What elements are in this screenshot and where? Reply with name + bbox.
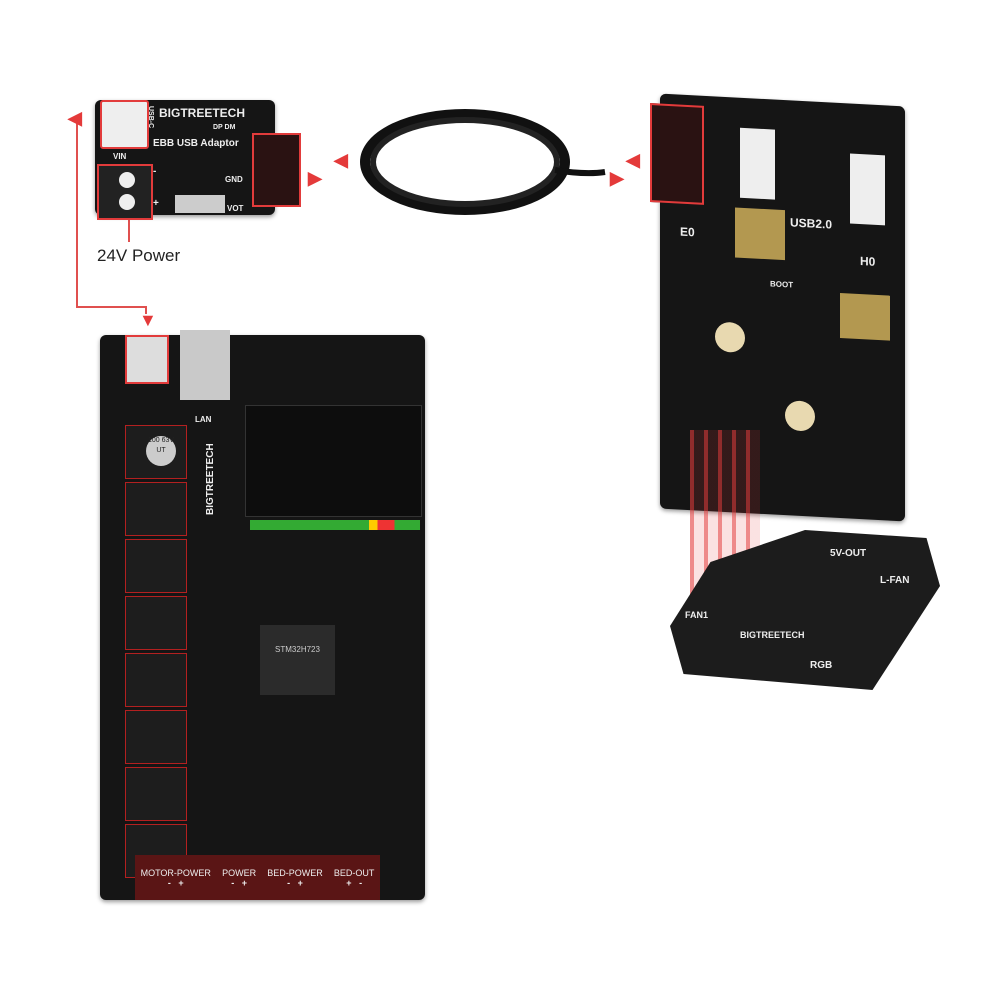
- stepper-drivers: 100 63V UT: [125, 425, 187, 878]
- adaptor-name: EBB USB Adaptor: [153, 138, 239, 149]
- mcu-label: STM32H723: [275, 645, 320, 654]
- tool-brand-label: BIGTREETECH: [740, 630, 805, 640]
- arrow-right-icon: ▶: [308, 168, 322, 188]
- mcu-chip: STM32H723: [260, 625, 335, 695]
- h0-label: H0: [860, 254, 876, 269]
- gnd-label: GND: [225, 175, 243, 184]
- main-brand-label: BIGTREETECH: [205, 443, 216, 515]
- l-fan-label: L-FAN: [880, 575, 910, 586]
- e0-label: E0: [680, 224, 695, 240]
- pin-label: -: [231, 877, 235, 888]
- mount-hole: [785, 400, 815, 432]
- stepper-driver: [125, 482, 187, 536]
- wire-down: [145, 306, 147, 314]
- pin-label: -: [167, 877, 171, 888]
- main-controller-board: LAN 100 63V UT BIGTREETECH STM32H723 MOT…: [100, 330, 425, 900]
- screw-icon: [119, 172, 135, 188]
- terminal-pins: + -: [346, 878, 362, 888]
- pin-headers: [250, 520, 420, 530]
- vin-label: VIN: [113, 152, 127, 161]
- terminal-label: BED-OUT: [333, 867, 375, 878]
- rgb-label: RGB: [810, 660, 833, 671]
- pin-label: +: [346, 877, 352, 888]
- arrow-down-icon: ▼: [139, 310, 157, 330]
- pin-label: +: [297, 877, 303, 888]
- compute-module: [245, 405, 422, 517]
- dpdm-label: DP DM: [213, 124, 236, 131]
- lan-label: LAN: [195, 415, 212, 424]
- pin-label: +: [241, 877, 247, 888]
- vot-label: VOT: [227, 204, 244, 213]
- usb2-label: USB2.0: [790, 215, 833, 232]
- output-connector: [252, 133, 301, 207]
- pin-label: -: [359, 877, 363, 888]
- arrow-left-icon: ◀: [68, 108, 82, 128]
- jst-connector: [740, 127, 775, 200]
- screw-icon: [119, 194, 135, 210]
- usb-cable: [360, 109, 606, 215]
- heatsink-pad: [735, 207, 785, 261]
- mount-hole: [715, 321, 745, 354]
- stepper-driver: [125, 539, 187, 593]
- boot-label: BOOT: [770, 279, 794, 290]
- stepper-driver: [125, 653, 187, 707]
- pin-label: +: [178, 877, 184, 888]
- terminal-label: MOTOR-POWER: [140, 867, 211, 878]
- fan1-label: FAN1: [685, 610, 709, 620]
- usb-c-port: [100, 100, 149, 149]
- terminal-pins: - +: [287, 878, 303, 888]
- wire-horizontal: [76, 306, 146, 308]
- terminal-label: POWER: [222, 867, 257, 878]
- terminal-pins: - +: [231, 878, 247, 888]
- jst-connector: [850, 153, 885, 226]
- power-leader: [128, 210, 130, 242]
- minus-label: -: [153, 166, 157, 177]
- usb-c-label: USB-C: [147, 106, 154, 129]
- usb-connector: [650, 103, 704, 205]
- switch: [175, 195, 225, 213]
- usb-a-port: [125, 335, 169, 384]
- arrow-left-icon: ◀: [626, 150, 640, 170]
- stepper-driver: 100 63V UT: [125, 425, 187, 479]
- capacitor: 100 63V UT: [146, 436, 176, 466]
- terminal-label: BED-POWER: [267, 867, 323, 878]
- power-label: 24V Power: [97, 246, 181, 265]
- terminal-motor-power: MOTOR-POWER- +: [141, 868, 211, 888]
- stepper-driver: [125, 596, 187, 650]
- brand-label: BIGTREETECH: [159, 106, 246, 120]
- terminal-bed-power: BED-POWER- +: [267, 868, 323, 888]
- arrow-right-icon: ▶: [610, 168, 624, 188]
- arrow-left-icon: ◀: [334, 150, 348, 170]
- terminal-block: MOTOR-POWER- + POWER- + BED-POWER- + BED…: [135, 855, 380, 900]
- pin-label: -: [287, 877, 291, 888]
- heatsink-pad: [840, 293, 890, 341]
- 5v-out-label: 5V-OUT: [830, 548, 867, 559]
- stepper-driver: [125, 710, 187, 764]
- terminal-power: POWER- +: [222, 868, 256, 888]
- plus-label: +: [153, 198, 159, 209]
- terminal-bed-out: BED-OUT+ -: [334, 868, 375, 888]
- ethernet-port: [180, 330, 230, 400]
- wire-vertical: [76, 118, 78, 308]
- stepper-driver: [125, 767, 187, 821]
- ebb-usb-adaptor: USB-C BIGTREETECH EBB USB Adaptor DP DM …: [95, 100, 301, 220]
- terminal-pins: - +: [168, 878, 184, 888]
